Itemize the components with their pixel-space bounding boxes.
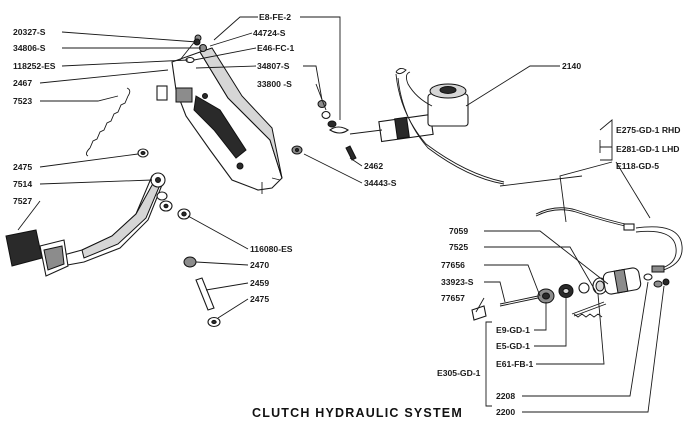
label-77657: 77657 bbox=[441, 293, 465, 303]
label-e5-gd-1: E5-GD-1 bbox=[496, 341, 530, 351]
label-7514: 7514 bbox=[13, 179, 32, 189]
label-2459: 2459 bbox=[250, 278, 269, 288]
label-77656: 77656 bbox=[441, 260, 465, 270]
label-2462: 2462 bbox=[364, 161, 383, 171]
return-spring bbox=[85, 87, 131, 157]
label-34443-s: 34443-S bbox=[364, 178, 397, 188]
label-33923-s: 33923-S bbox=[441, 277, 474, 287]
label-e61-fb-1: E61-FB-1 bbox=[496, 359, 533, 369]
label-7525: 7525 bbox=[449, 242, 468, 252]
label-34806-s: 34806-S bbox=[13, 43, 46, 53]
label-2467: 2467 bbox=[13, 78, 32, 88]
label-e281-gd-1-lhd: E281-GD-1 LHD bbox=[616, 144, 680, 154]
label-2470: 2470 bbox=[250, 260, 269, 270]
label-e9-gd-1: E9-GD-1 bbox=[496, 325, 530, 335]
label-20327-s: 20327-S bbox=[13, 27, 46, 37]
pedal-box-bracket bbox=[156, 34, 283, 194]
slave-cylinder-assembly bbox=[471, 267, 670, 321]
label-2475-lower: 2475 bbox=[250, 294, 269, 304]
part-labels: 20327-S 34806-S 118252-ES 2467 7523 2475… bbox=[13, 12, 680, 417]
label-44724-s: 44724-S bbox=[253, 28, 286, 38]
label-e305-gd-1: E305-GD-1 bbox=[437, 368, 481, 378]
clutch-pedal bbox=[5, 172, 166, 277]
label-2208: 2208 bbox=[496, 391, 515, 401]
leader-lines bbox=[17, 16, 665, 413]
pedal-small-parts bbox=[137, 148, 221, 328]
label-34807-s: 34807-S bbox=[257, 61, 290, 71]
label-2200: 2200 bbox=[496, 407, 515, 417]
label-e8-fe-2: E8-FE-2 bbox=[259, 12, 291, 22]
label-33800-s: 33800 -S bbox=[257, 79, 292, 89]
label-e275-gd-1-rhd: E275-GD-1 RHD bbox=[616, 125, 680, 135]
label-7059: 7059 bbox=[449, 226, 468, 236]
diagram-title: CLUTCH HYDRAULIC SYSTEM bbox=[252, 406, 463, 420]
label-7523: 7523 bbox=[13, 96, 32, 106]
label-118252-es: 118252-ES bbox=[13, 61, 56, 71]
label-116080-es: 116080-ES bbox=[250, 244, 293, 254]
master-cylinder bbox=[317, 67, 505, 185]
label-2475-upper: 2475 bbox=[13, 162, 32, 172]
label-7527: 7527 bbox=[13, 196, 32, 206]
hydraulic-pipes bbox=[535, 207, 683, 273]
label-2140: 2140 bbox=[562, 61, 581, 71]
label-e118-gd-5: E118-GD-5 bbox=[616, 161, 659, 171]
label-e46-fc-1: E46-FC-1 bbox=[257, 43, 294, 53]
